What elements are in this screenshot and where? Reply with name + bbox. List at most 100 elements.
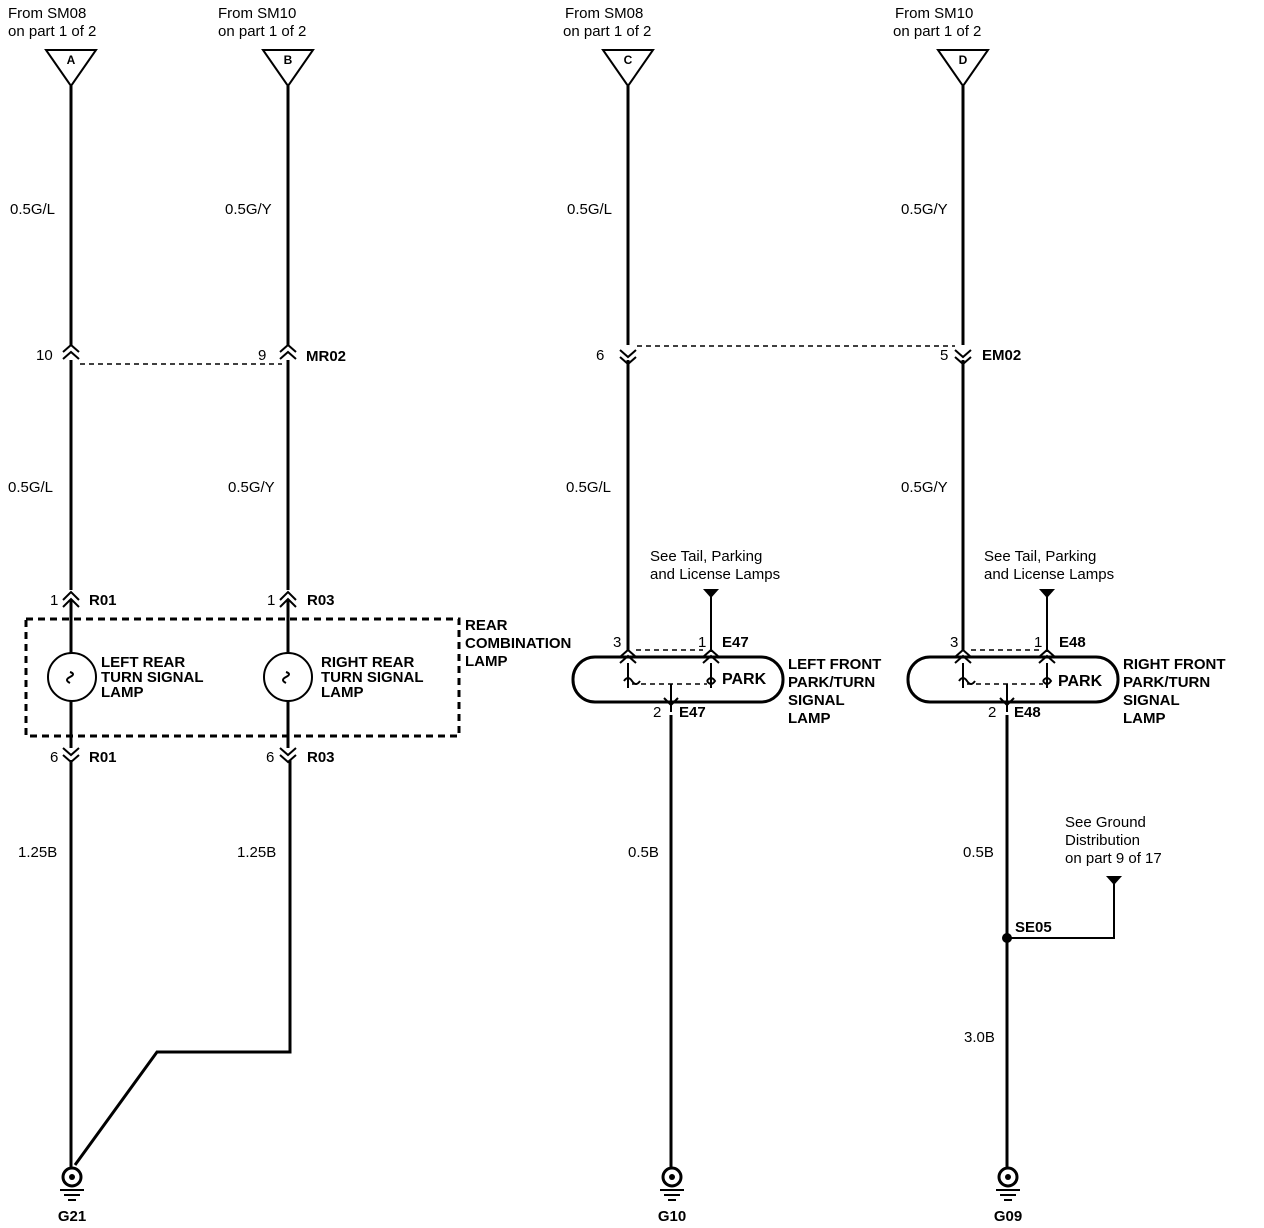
source-a: From SM08 on part 1 of 2 A — [8, 5, 98, 88]
e48-pin3: 3 — [950, 634, 958, 651]
r03-in-name: R03 — [307, 592, 335, 609]
ground-ref-line3: on part 9 of 17 — [1065, 850, 1162, 867]
e47-top-name: E47 — [722, 634, 749, 651]
left-rear-lamp-label-3: LAMP — [101, 684, 144, 701]
source-d: From SM10 on part 1 of 2 D — [893, 5, 990, 88]
em02-pin-c: 6 — [596, 347, 604, 364]
left-rear-lamp-label-2: TURN SIGNAL — [101, 669, 204, 686]
e47-park: PARK — [722, 671, 767, 688]
source-a-line2: on part 1 of 2 — [8, 23, 96, 40]
e47-ref-arrow-icon — [703, 589, 719, 598]
source-c-line2: on part 1 of 2 — [563, 23, 651, 40]
rear-box-label-2: COMBINATION — [465, 635, 571, 652]
wire-label-b-mid: 0.5G/Y — [228, 479, 275, 496]
e48-pin1: 1 — [1034, 634, 1042, 651]
connector-em02: 6 5 EM02 — [596, 345, 1021, 366]
source-c-line1: From SM08 — [565, 5, 643, 22]
rear-lamp-box — [24, 617, 461, 738]
wire-label-d-upper: 0.5G/Y — [901, 201, 948, 218]
connector-symbol-e47-pin2 — [663, 684, 679, 712]
e48-bottom-name: E48 — [1014, 704, 1041, 721]
r01-in-pin: 1 — [50, 592, 58, 609]
wire-label-a-lower: 1.25B — [18, 844, 57, 861]
connector-arrow-d — [936, 49, 990, 88]
e47-ref-line1: See Tail, Parking — [650, 548, 762, 565]
wire-label-b-upper: 0.5G/Y — [225, 201, 272, 218]
rear-combination-lamp: 1 R01 1 R03 REAR COMBINATION LAMP LEFT R… — [18, 590, 571, 861]
r01-in-name: R01 — [89, 592, 117, 609]
e47-ref-line2: and License Lamps — [650, 566, 780, 583]
wires — [69, 86, 1115, 1168]
wire-label-c-lower: 0.5B — [628, 844, 659, 861]
source-b-letter: B — [284, 53, 293, 67]
connector-symbol-e48-pin1 — [1038, 648, 1056, 664]
wire-label-d-bottom: 3.0B — [964, 1029, 995, 1046]
right-front-filament-icon — [958, 663, 1053, 688]
e48-top-name: E48 — [1059, 634, 1086, 651]
connector-symbol-r01-out — [62, 747, 80, 764]
e48-ref-arrow-icon — [1039, 589, 1055, 598]
left-front-lamp-body — [571, 655, 785, 704]
right-front-lamp-label-2: PARK/TURN — [1123, 674, 1210, 691]
rear-box-label-3: LAMP — [465, 653, 508, 670]
source-b-line1: From SM10 — [218, 5, 296, 22]
ground-g09-symbol-icon — [996, 1189, 1020, 1201]
splice-se05-label: SE05 — [1015, 919, 1052, 936]
splice-se05-icon — [1002, 933, 1012, 943]
right-front-lamp-label-1: RIGHT FRONT — [1123, 656, 1226, 673]
connector-arrow-b — [261, 49, 315, 88]
source-c: From SM08 on part 1 of 2 C — [563, 5, 655, 88]
right-front-lamp: See Tail, Parking and License Lamps 3 1 … — [906, 548, 1226, 1046]
ground-g10-label: G10 — [658, 1208, 686, 1225]
left-rear-filament-icon — [66, 671, 74, 684]
right-rear-lamp-label-1: RIGHT REAR — [321, 654, 415, 671]
ground-ref-line1: See Ground — [1065, 814, 1146, 831]
right-front-lamp-body — [906, 655, 1120, 704]
mr02-pin-a: 10 — [36, 347, 53, 364]
right-rear-lamp-label-2: TURN SIGNAL — [321, 669, 424, 686]
wire-label-c-upper: 0.5G/L — [567, 201, 612, 218]
right-front-lamp-label-3: SIGNAL — [1123, 692, 1180, 709]
r01-out-pin: 6 — [50, 749, 58, 766]
wire-label-d-lower: 0.5B — [963, 844, 994, 861]
left-front-filament-icon — [623, 663, 717, 688]
connector-mr02: 10 9 MR02 — [36, 343, 346, 365]
e47-pin3: 3 — [613, 634, 621, 651]
source-d-letter: D — [959, 53, 968, 67]
ground-g10-symbol-icon — [660, 1189, 684, 1201]
left-front-lamp: See Tail, Parking and License Lamps 3 1 … — [571, 548, 881, 861]
ground-ref-arrow-icon — [1106, 876, 1122, 885]
source-b-line2: on part 1 of 2 — [218, 23, 306, 40]
connector-symbol-r03-out — [279, 747, 297, 764]
ground-g10: G10 — [658, 1166, 686, 1225]
right-front-lamp-label-4: LAMP — [1123, 710, 1166, 727]
left-front-lamp-label-1: LEFT FRONT — [788, 656, 881, 673]
rear-box-label-1: REAR — [465, 617, 508, 634]
connector-symbol-e48-pin2 — [999, 684, 1015, 712]
right-rear-filament-icon — [282, 671, 290, 684]
connector-symbol-mr02-a — [62, 343, 80, 360]
em02-name: EM02 — [982, 347, 1021, 364]
connector-symbol-mr02-b — [279, 343, 297, 360]
connector-symbol-e47-pin3 — [619, 648, 637, 664]
connector-arrow-c — [601, 49, 655, 88]
left-front-lamp-label-3: SIGNAL — [788, 692, 845, 709]
wire-label-d-mid: 0.5G/Y — [901, 479, 948, 496]
right-rear-lamp-label-3: LAMP — [321, 684, 364, 701]
connector-symbol-e47-pin1 — [702, 648, 720, 664]
e47-pin1: 1 — [698, 634, 706, 651]
left-front-lamp-label-4: LAMP — [788, 710, 831, 727]
r01-out-name: R01 — [89, 749, 117, 766]
connector-symbol-r01-in — [62, 590, 80, 608]
ground-g10-dot-icon — [669, 1174, 675, 1180]
connector-arrow-a — [44, 49, 98, 88]
ground-g21-symbol-icon — [60, 1189, 84, 1201]
source-a-letter: A — [67, 53, 76, 67]
mr02-name: MR02 — [306, 348, 346, 365]
connector-symbol-em02-c — [619, 349, 637, 366]
ground-g21: G21 — [58, 1166, 86, 1225]
source-b: From SM10 on part 1 of 2 B — [218, 5, 315, 88]
connector-symbol-e48-pin3 — [954, 648, 972, 664]
source-d-line2: on part 1 of 2 — [893, 23, 981, 40]
